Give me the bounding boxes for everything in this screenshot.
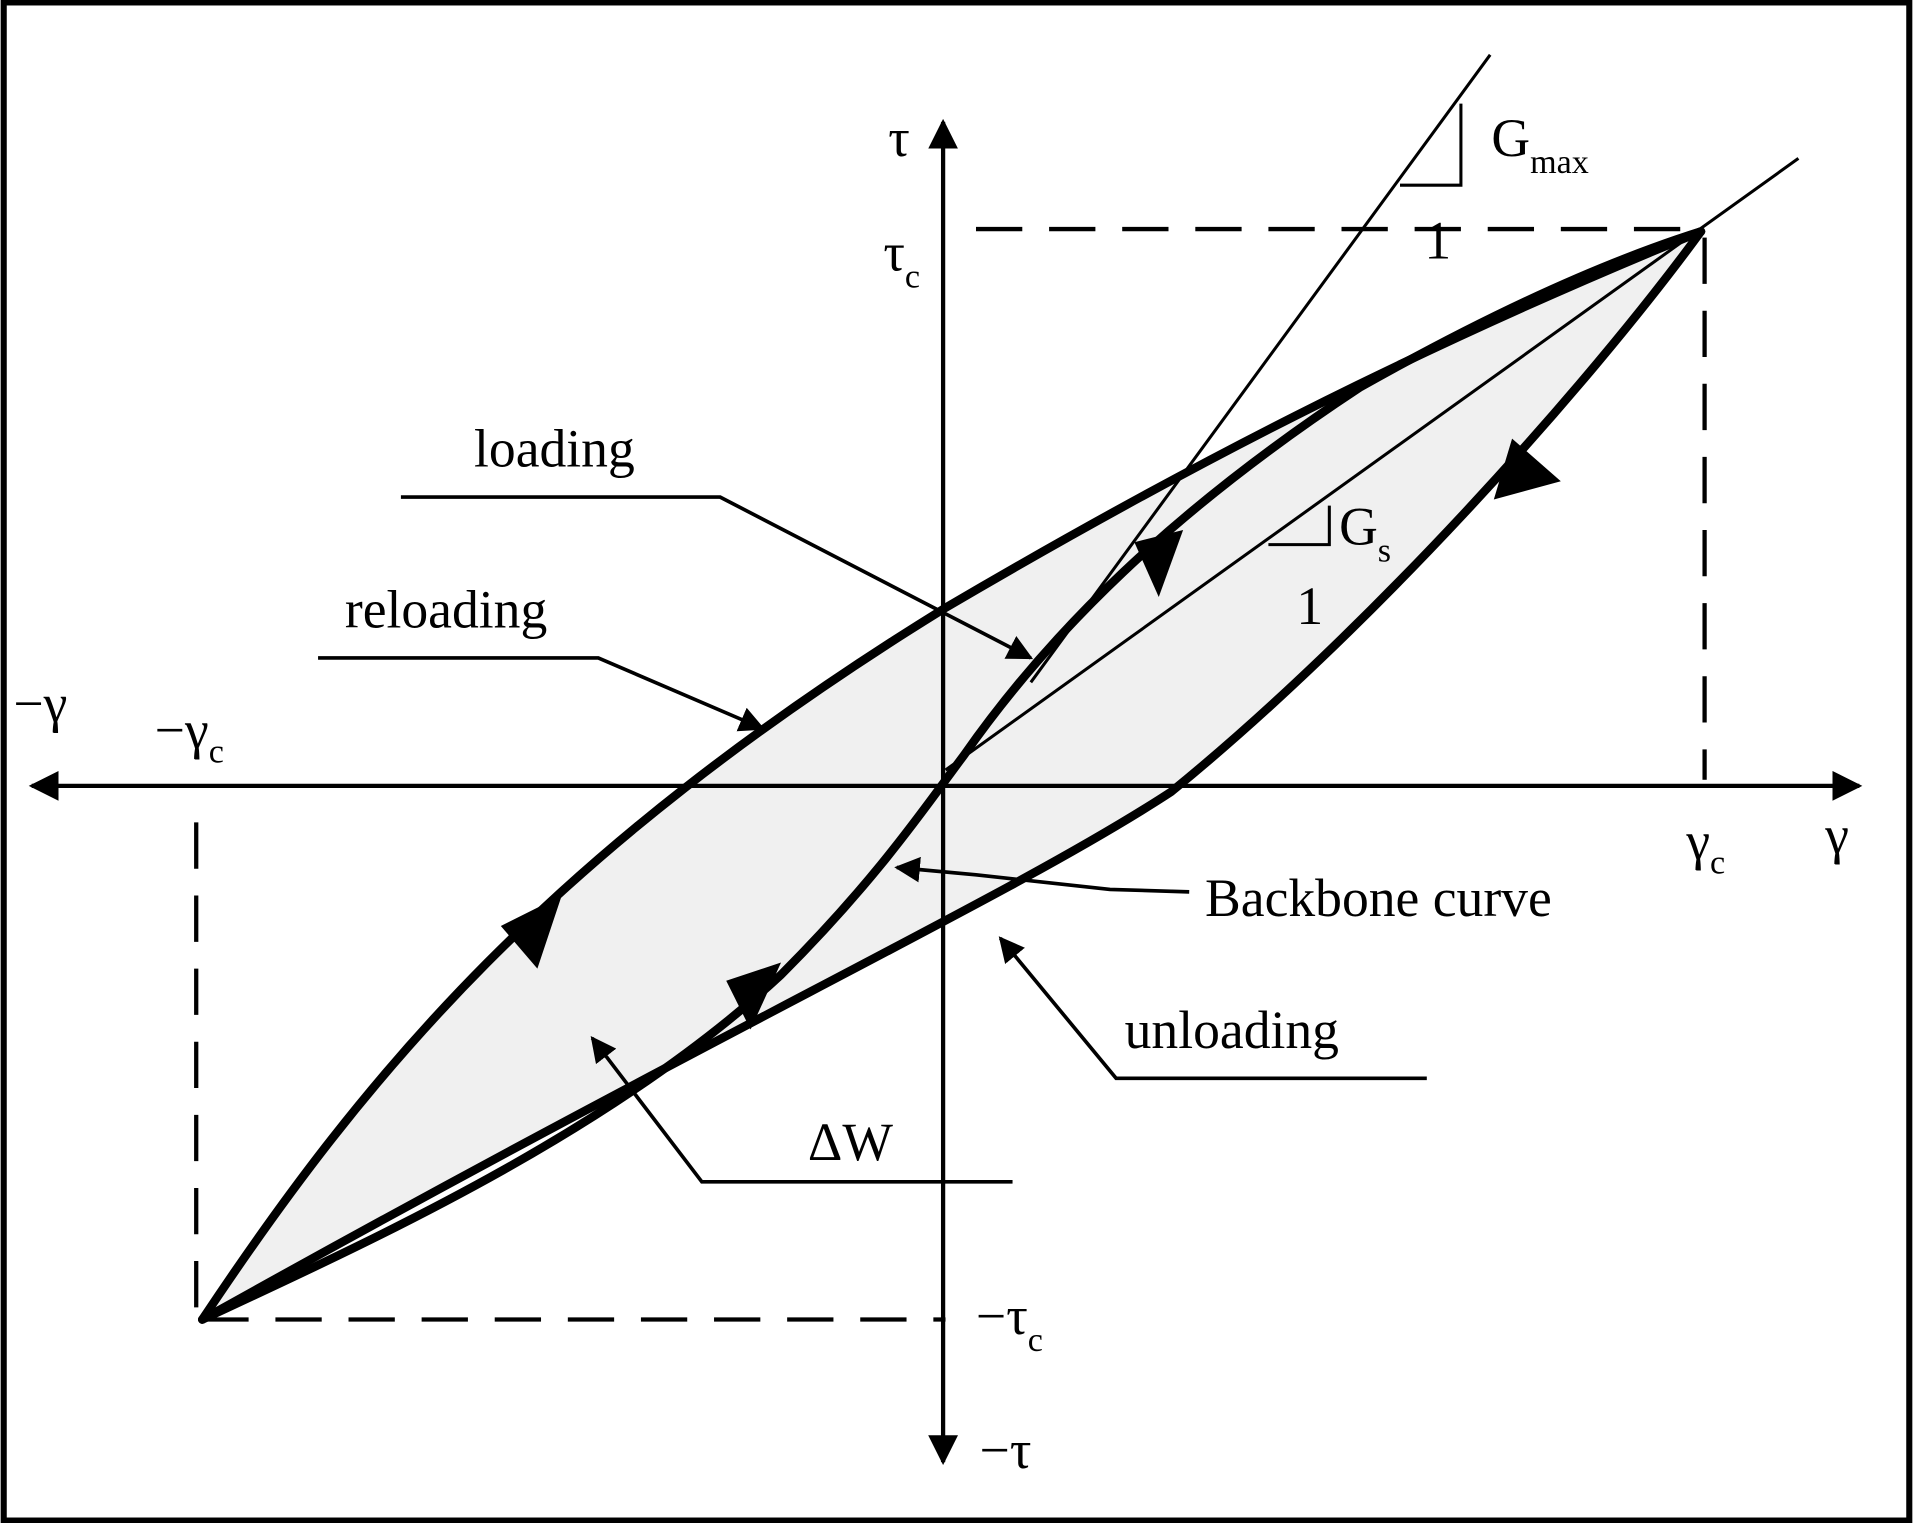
neg-gamma-c-label: −γc (155, 700, 224, 771)
loading-leader (400, 495, 1034, 660)
reloading-label: reloading (345, 579, 547, 639)
neg-gamma-label: −γ (13, 673, 67, 733)
unloading-leader (998, 936, 1427, 1081)
gs-line (944, 157, 1800, 772)
backbone-leader (894, 856, 1190, 894)
unloading-direction-arrow (1493, 438, 1561, 500)
loading-label: loading (474, 419, 635, 479)
gamma-c-label: γc (1685, 811, 1725, 882)
gmax-label: Gmax (1491, 108, 1588, 181)
loading-direction-arrow (1134, 530, 1184, 598)
neg-tau-label: −τ (980, 1420, 1032, 1480)
reloading-leader (318, 656, 766, 732)
tau-label: τ (888, 108, 910, 168)
tau-c-label: τc (883, 222, 920, 295)
gmax-unit-label: 1 (1424, 210, 1451, 270)
backbone-curve (198, 227, 1706, 1324)
backbone-label: Backbone curve (1205, 868, 1552, 928)
reloading-direction-arrow (500, 895, 562, 969)
delta-w-leader (590, 1036, 1013, 1184)
gamma-label: γ (1824, 805, 1849, 865)
gmax-slope-triangle (1399, 103, 1463, 187)
unloading-curve (198, 227, 1706, 1324)
gmax-line (1029, 53, 1492, 684)
gs-unit-label: 1 (1296, 576, 1323, 636)
gs-slope-triangle (1268, 505, 1331, 547)
delta-w-label: ΔW (808, 1112, 893, 1172)
unloading-label: unloading (1125, 1000, 1339, 1060)
gs-label: Gs (1339, 497, 1391, 570)
backbone-direction-arrow (726, 962, 782, 1030)
neg-tau-c-label: −τc (976, 1286, 1043, 1359)
